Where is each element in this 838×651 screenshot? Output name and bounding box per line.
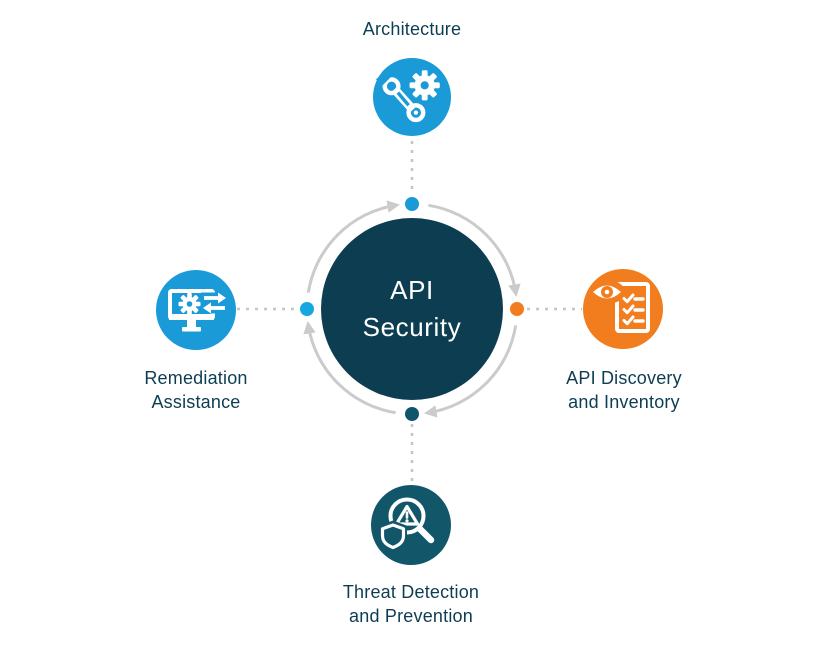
node-threat-detection <box>371 485 451 565</box>
label-architecture: Architecture <box>362 19 462 39</box>
center-title-line-1: API <box>390 275 434 305</box>
monitor-gear-sync-icon <box>168 289 228 332</box>
connector-dot-left <box>300 302 314 316</box>
ring-arc-left-to-top <box>306 200 400 293</box>
ring-arc-right-to-bottom <box>424 325 518 418</box>
connector-dot-right <box>510 302 524 316</box>
node-api-discovery <box>583 269 663 349</box>
ring-arc-top-to-right <box>428 203 521 297</box>
wrench-gear-icon <box>375 70 440 123</box>
label-threat-detection: Threat Detection and Prevention <box>342 582 480 626</box>
label-remediation: Remediation Assistance <box>144 368 248 412</box>
label-api-discovery: API Discovery and Inventory <box>566 368 682 412</box>
eye-checklist-icon <box>589 280 650 333</box>
center-title-line-2: Security <box>362 312 462 342</box>
connector-dot-top <box>405 197 419 211</box>
ring-arrows <box>303 200 521 418</box>
ring-arc-bottom-to-left <box>303 321 396 415</box>
center-node-api-security: API Security <box>321 218 503 400</box>
magnifier-alert-shield-icon <box>379 497 435 550</box>
node-remediation <box>156 270 236 350</box>
connector-dot-bottom <box>405 407 419 421</box>
dotted-connectors <box>237 141 582 482</box>
node-architecture <box>373 58 451 136</box>
